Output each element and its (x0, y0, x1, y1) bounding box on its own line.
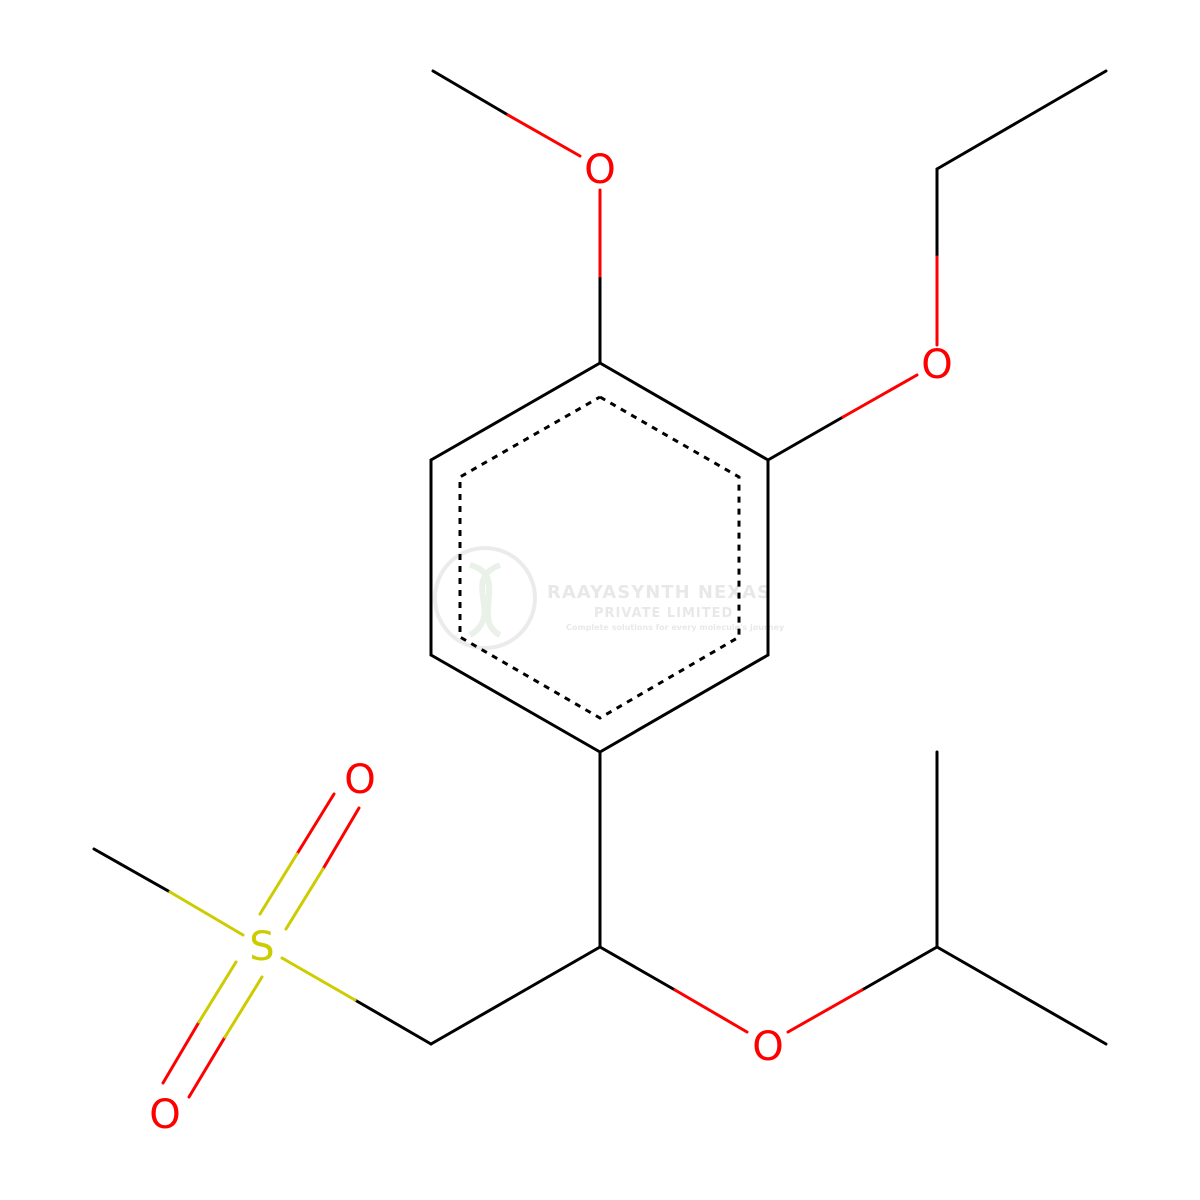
s-o-double-bond (197, 960, 238, 1024)
s-o-double-bond (161, 1020, 201, 1085)
ethyl-bond (935, 69, 1108, 171)
oxygen-atom-methoxy: O (584, 147, 615, 193)
isopropyl-methyl-bond (935, 945, 1108, 1046)
watermark-helix-icon (469, 562, 502, 638)
oxygen-bonds (161, 113, 939, 1099)
ethoxy-bond (766, 415, 845, 462)
oxygen-atom-sulfonyl-lower: O (149, 1092, 180, 1138)
oxygen-atom-sulfonyl-upper: O (344, 757, 375, 803)
isopropoxy-o-bond (786, 988, 864, 1034)
ring-bond (429, 361, 602, 462)
s-o-double-bond (223, 975, 264, 1039)
carbon-bonds (92, 69, 1108, 1046)
watermark-title: RAAYASYNTH NEXAS (547, 582, 771, 603)
oxygen-atom-ethoxy: O (921, 342, 952, 388)
s-methyl-bond (92, 847, 172, 894)
isopropyl-bond (860, 945, 939, 992)
aromatic-ring (458, 395, 741, 720)
s-o-double-bond (187, 1035, 227, 1099)
s-o-double-bond (284, 867, 325, 931)
watermark-subtitle: PRIVATE LIMITED (594, 606, 733, 621)
s-o-double-bond (258, 852, 299, 916)
ethoxy-o-bond (841, 373, 919, 419)
watermark-tagline: Complete solutions for every molecule's … (566, 623, 785, 632)
aromatic-dashes (458, 395, 741, 720)
methoxy-o-bond (506, 113, 582, 158)
s-methyl-bond (168, 890, 245, 937)
atom-labels: O O O S O O (149, 147, 952, 1138)
methoxy-methyl-bond (431, 69, 510, 117)
oxygen-atom-isopropoxy: O (752, 1024, 783, 1070)
s-o-double-bond (295, 792, 336, 856)
watermark: RAAYASYNTH NEXAS PRIVATE LIMITED Complet… (433, 546, 785, 650)
watermark-logo-icon (433, 546, 537, 650)
sulfur-atom: S (249, 924, 274, 970)
ring-bond (429, 653, 602, 754)
s-o-double-bond (321, 806, 361, 871)
sulfur-bonds (168, 852, 357, 1039)
chain-bond (598, 945, 677, 992)
ring-bond (598, 361, 770, 462)
isopropoxy-o-bond (673, 988, 749, 1034)
ch2-s-bond (353, 998, 433, 1046)
s-ch2-bond (280, 956, 357, 1002)
chain-bond (429, 945, 602, 1046)
ring-bond (598, 653, 770, 754)
